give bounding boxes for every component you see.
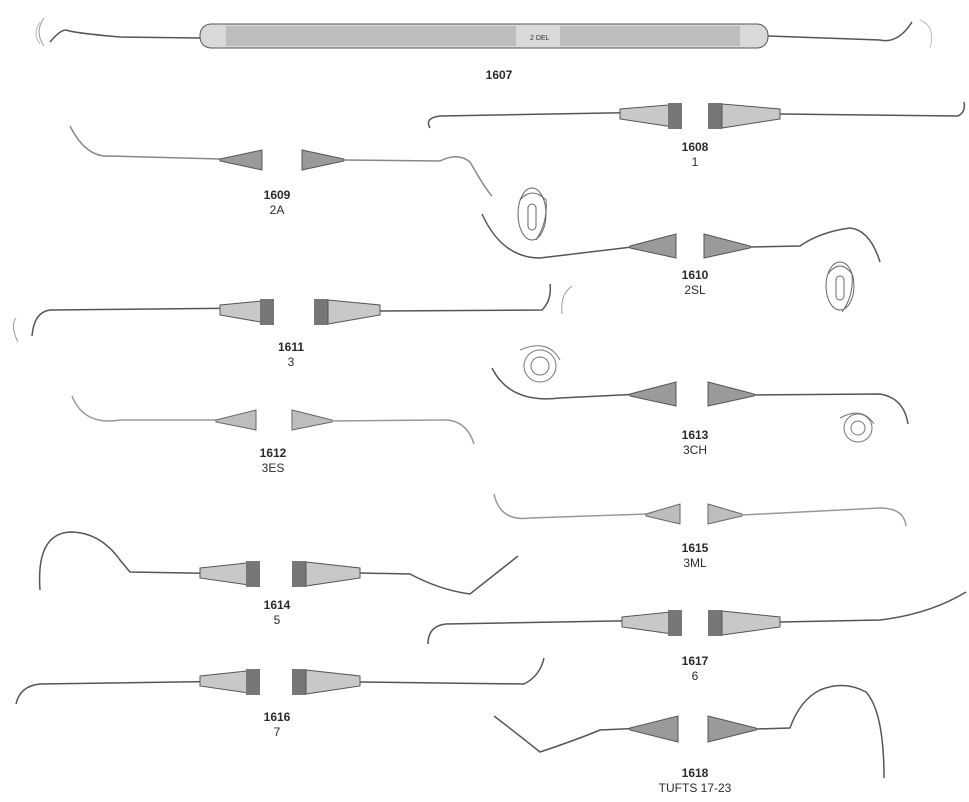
model-code: TUFTS 17-23 (658, 781, 732, 795)
model-code: 7 (273, 725, 281, 739)
caption-1611: 1611 3 (236, 340, 346, 370)
model-number: 1612 (259, 446, 287, 460)
model-code: 2A (269, 203, 285, 217)
detail-sketch-right (825, 261, 855, 313)
caption-1617: 1617 6 (640, 654, 750, 684)
model-number: 1610 (681, 268, 709, 282)
model-number: 1615 (681, 541, 709, 555)
model-code: 5 (273, 613, 281, 627)
caption-1616: 1616 7 (222, 710, 332, 740)
instrument-1612-drawing (71, 395, 475, 445)
instrument-1609-drawing (69, 125, 493, 197)
instrument-1607-drawing: 2 DEL (35, 17, 933, 49)
model-code: 3ML (683, 556, 707, 570)
instrument-1616-drawing (15, 657, 545, 705)
handle-label: 2 DEL (530, 35, 550, 42)
instrument-1614-drawing (38, 531, 519, 595)
model-code: 3 (287, 355, 295, 369)
instrument-1618-drawing (493, 684, 885, 779)
model-code: 2SL (684, 283, 706, 297)
detail-sketch-left (517, 187, 547, 241)
model-code: 3CH (682, 443, 707, 457)
caption-1609: 1609 2A (222, 188, 332, 218)
model-number: 1617 (681, 654, 709, 668)
model-number: 1614 (263, 598, 291, 612)
instrument-1611-drawing (12, 283, 573, 343)
caption-1618: 1618 TUFTS 17-23 (620, 766, 770, 796)
caption-1614: 1614 5 (222, 598, 332, 628)
instrument-1613-drawing (491, 345, 909, 443)
model-number: 1609 (263, 188, 291, 202)
model-number: 1608 (681, 140, 709, 154)
instrument-1610-drawing (481, 187, 881, 313)
model-code: 3ES (261, 461, 285, 475)
model-code: 1 (691, 155, 699, 169)
caption-1613: 1613 3CH (640, 428, 750, 458)
model-code: 6 (691, 669, 699, 683)
model-number: 1613 (681, 428, 709, 442)
detail-sketch-left (519, 345, 561, 383)
instrument-1615-drawing (493, 493, 907, 527)
instrument-1608-drawing (427, 101, 966, 129)
caption-1608: 1608 1 (640, 140, 750, 170)
model-number: 1607 (485, 68, 513, 82)
detail-sketch-right (839, 412, 875, 443)
caption-1610: 1610 2SL (640, 268, 750, 298)
caption-1612: 1612 3ES (218, 446, 328, 476)
model-number: 1616 (263, 710, 291, 724)
model-number: 1618 (681, 766, 709, 780)
caption-1607: 1607 (444, 68, 554, 83)
caption-1615: 1615 3ML (640, 541, 750, 571)
model-number: 1611 (277, 340, 305, 354)
instrument-1617-drawing (427, 591, 967, 645)
